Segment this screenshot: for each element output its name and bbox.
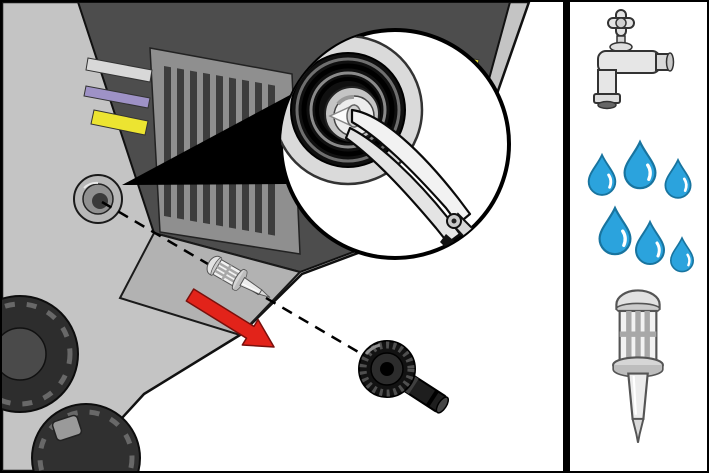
- water-tap-icon: [593, 9, 675, 110]
- water-drops-icon: [587, 140, 695, 273]
- tap-outlet: [597, 100, 617, 110]
- dashed-alignment-line: [101, 200, 361, 355]
- magnifier-contents: [281, 34, 490, 256]
- sticker-yellow-left: [90, 109, 149, 136]
- water-drop: [664, 158, 692, 200]
- wheel-lower: [31, 403, 141, 471]
- removal-direction-arrow: [185, 288, 275, 348]
- wheel-upper: [2, 295, 79, 413]
- main-illustration-panel: [2, 2, 563, 471]
- water-drop: [587, 153, 617, 197]
- water-drop: [634, 220, 666, 266]
- hose-coupling-connector: [358, 340, 450, 414]
- water-drop: [669, 236, 695, 273]
- panel-divider: [563, 2, 570, 471]
- legend-panel: [570, 2, 707, 471]
- water-drop: [622, 140, 658, 190]
- magnifier-wedge: [122, 95, 290, 185]
- machine-illustration: [2, 2, 531, 471]
- light-band: [85, 57, 153, 83]
- sticker-purple: [83, 85, 151, 109]
- hole-shadow: [336, 94, 355, 106]
- water-drop: [597, 206, 633, 256]
- inlet-filter-icon: [612, 289, 664, 444]
- water-inlet-port: [73, 174, 123, 224]
- legend-icons: [587, 9, 695, 444]
- tap-handle-hub: [615, 17, 627, 29]
- pliers-pivot-screw: [451, 218, 457, 224]
